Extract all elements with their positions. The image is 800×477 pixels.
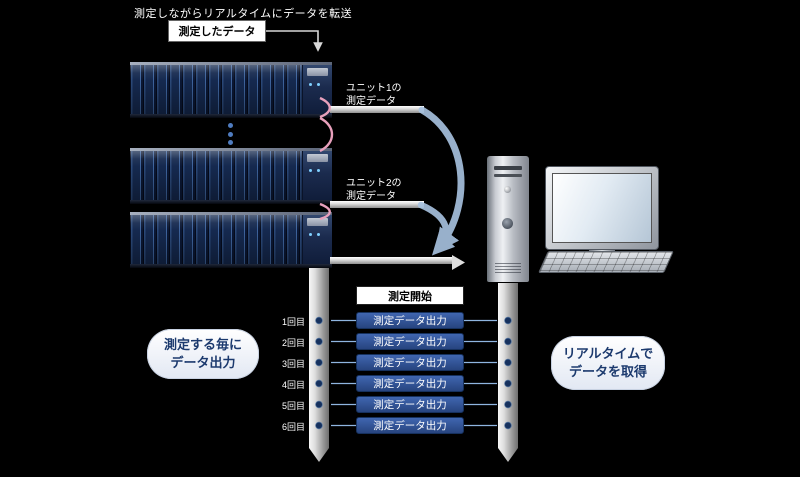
logger-timeline-bar — [309, 268, 329, 462]
data-output-box: 測定データ出力 — [356, 354, 464, 371]
rack-modules — [130, 151, 302, 200]
controller-panel — [307, 218, 328, 226]
rack-modules — [130, 215, 302, 264]
annotation-line: 測定データ — [346, 191, 396, 202]
drive-bay — [494, 166, 522, 170]
pc-timeline-bar — [498, 283, 518, 462]
rack-top-rail — [130, 62, 332, 65]
timeline-tick-label: 5回目 — [281, 401, 305, 411]
data-logger-rack-3 — [130, 212, 332, 268]
measured-data-label: 測定したデータ — [168, 20, 266, 42]
diagram-caption: 測定しながらリアルタイムにデータを転送 — [134, 8, 353, 20]
pc-tower — [487, 156, 529, 282]
realtime-acquire-callout: リアルタイムで データを取得 — [551, 336, 665, 390]
monitor — [545, 166, 659, 250]
rack-bottom-rail — [130, 200, 332, 204]
status-led — [309, 83, 312, 86]
status-led — [317, 83, 320, 86]
rack-controller-unit — [302, 65, 332, 114]
monitor-screen — [552, 173, 652, 243]
status-led — [309, 233, 312, 236]
rack-modules — [130, 65, 302, 114]
connection-bar-3 — [330, 257, 452, 264]
annotation-line: ユニット1の — [346, 83, 402, 94]
timeline-tick-label: 2回目 — [281, 338, 305, 348]
data-logger-rack-1 — [130, 62, 332, 118]
rack-bottom-rail — [130, 114, 332, 118]
rack-controller-unit — [302, 151, 332, 200]
measurement-start-label: 測定開始 — [356, 286, 464, 305]
status-led — [317, 169, 320, 172]
connection-bar-arrow-tip — [452, 255, 465, 270]
callout-line: データを取得 — [568, 364, 647, 379]
timeline-tick-label: 1回目 — [281, 317, 305, 327]
data-output-box: 測定データ出力 — [356, 396, 464, 413]
controller-panel — [307, 154, 328, 162]
rack-top-rail — [130, 148, 332, 151]
data-output-box: 測定データ出力 — [356, 333, 464, 350]
timeline-tick-label: 6回目 — [281, 422, 305, 432]
callout-line: データ出力 — [170, 355, 236, 370]
keyboard — [538, 251, 674, 273]
unit1-data-annotation: ユニット1の 測定データ — [346, 82, 402, 108]
rack-top-rail — [130, 212, 332, 215]
data-output-box: 測定データ出力 — [356, 375, 464, 392]
tower-logo — [502, 218, 513, 229]
data-flow-arrows — [417, 106, 465, 256]
timeline-tick-label: 4回目 — [281, 380, 305, 390]
more-units-ellipsis — [226, 123, 234, 145]
annotation-line: 測定データ — [346, 96, 396, 107]
connection-bar-1 — [330, 106, 424, 113]
data-logger-rack-2 — [130, 148, 332, 204]
connection-bar-2 — [330, 201, 424, 208]
output-every-measurement-callout: 測定する毎に データ出力 — [147, 329, 259, 379]
annotation-line: ユニット2の — [346, 178, 402, 189]
unit2-data-annotation: ユニット2の 測定データ — [346, 177, 402, 203]
timeline-tick-label: 3回目 — [281, 359, 305, 369]
drive-bay — [494, 174, 522, 177]
data-output-box: 測定データ出力 — [356, 312, 464, 329]
status-led — [317, 233, 320, 236]
controller-panel — [307, 68, 328, 76]
rack-controller-unit — [302, 215, 332, 264]
power-button — [504, 186, 511, 193]
data-output-box: 測定データ出力 — [356, 417, 464, 434]
tower-vent — [495, 263, 521, 275]
status-led — [309, 169, 312, 172]
callout-line: リアルタイムで — [562, 345, 654, 361]
measured-data-arrow — [266, 30, 323, 52]
callout-line: 測定する毎に — [163, 336, 242, 352]
rack-bottom-rail — [130, 264, 332, 268]
